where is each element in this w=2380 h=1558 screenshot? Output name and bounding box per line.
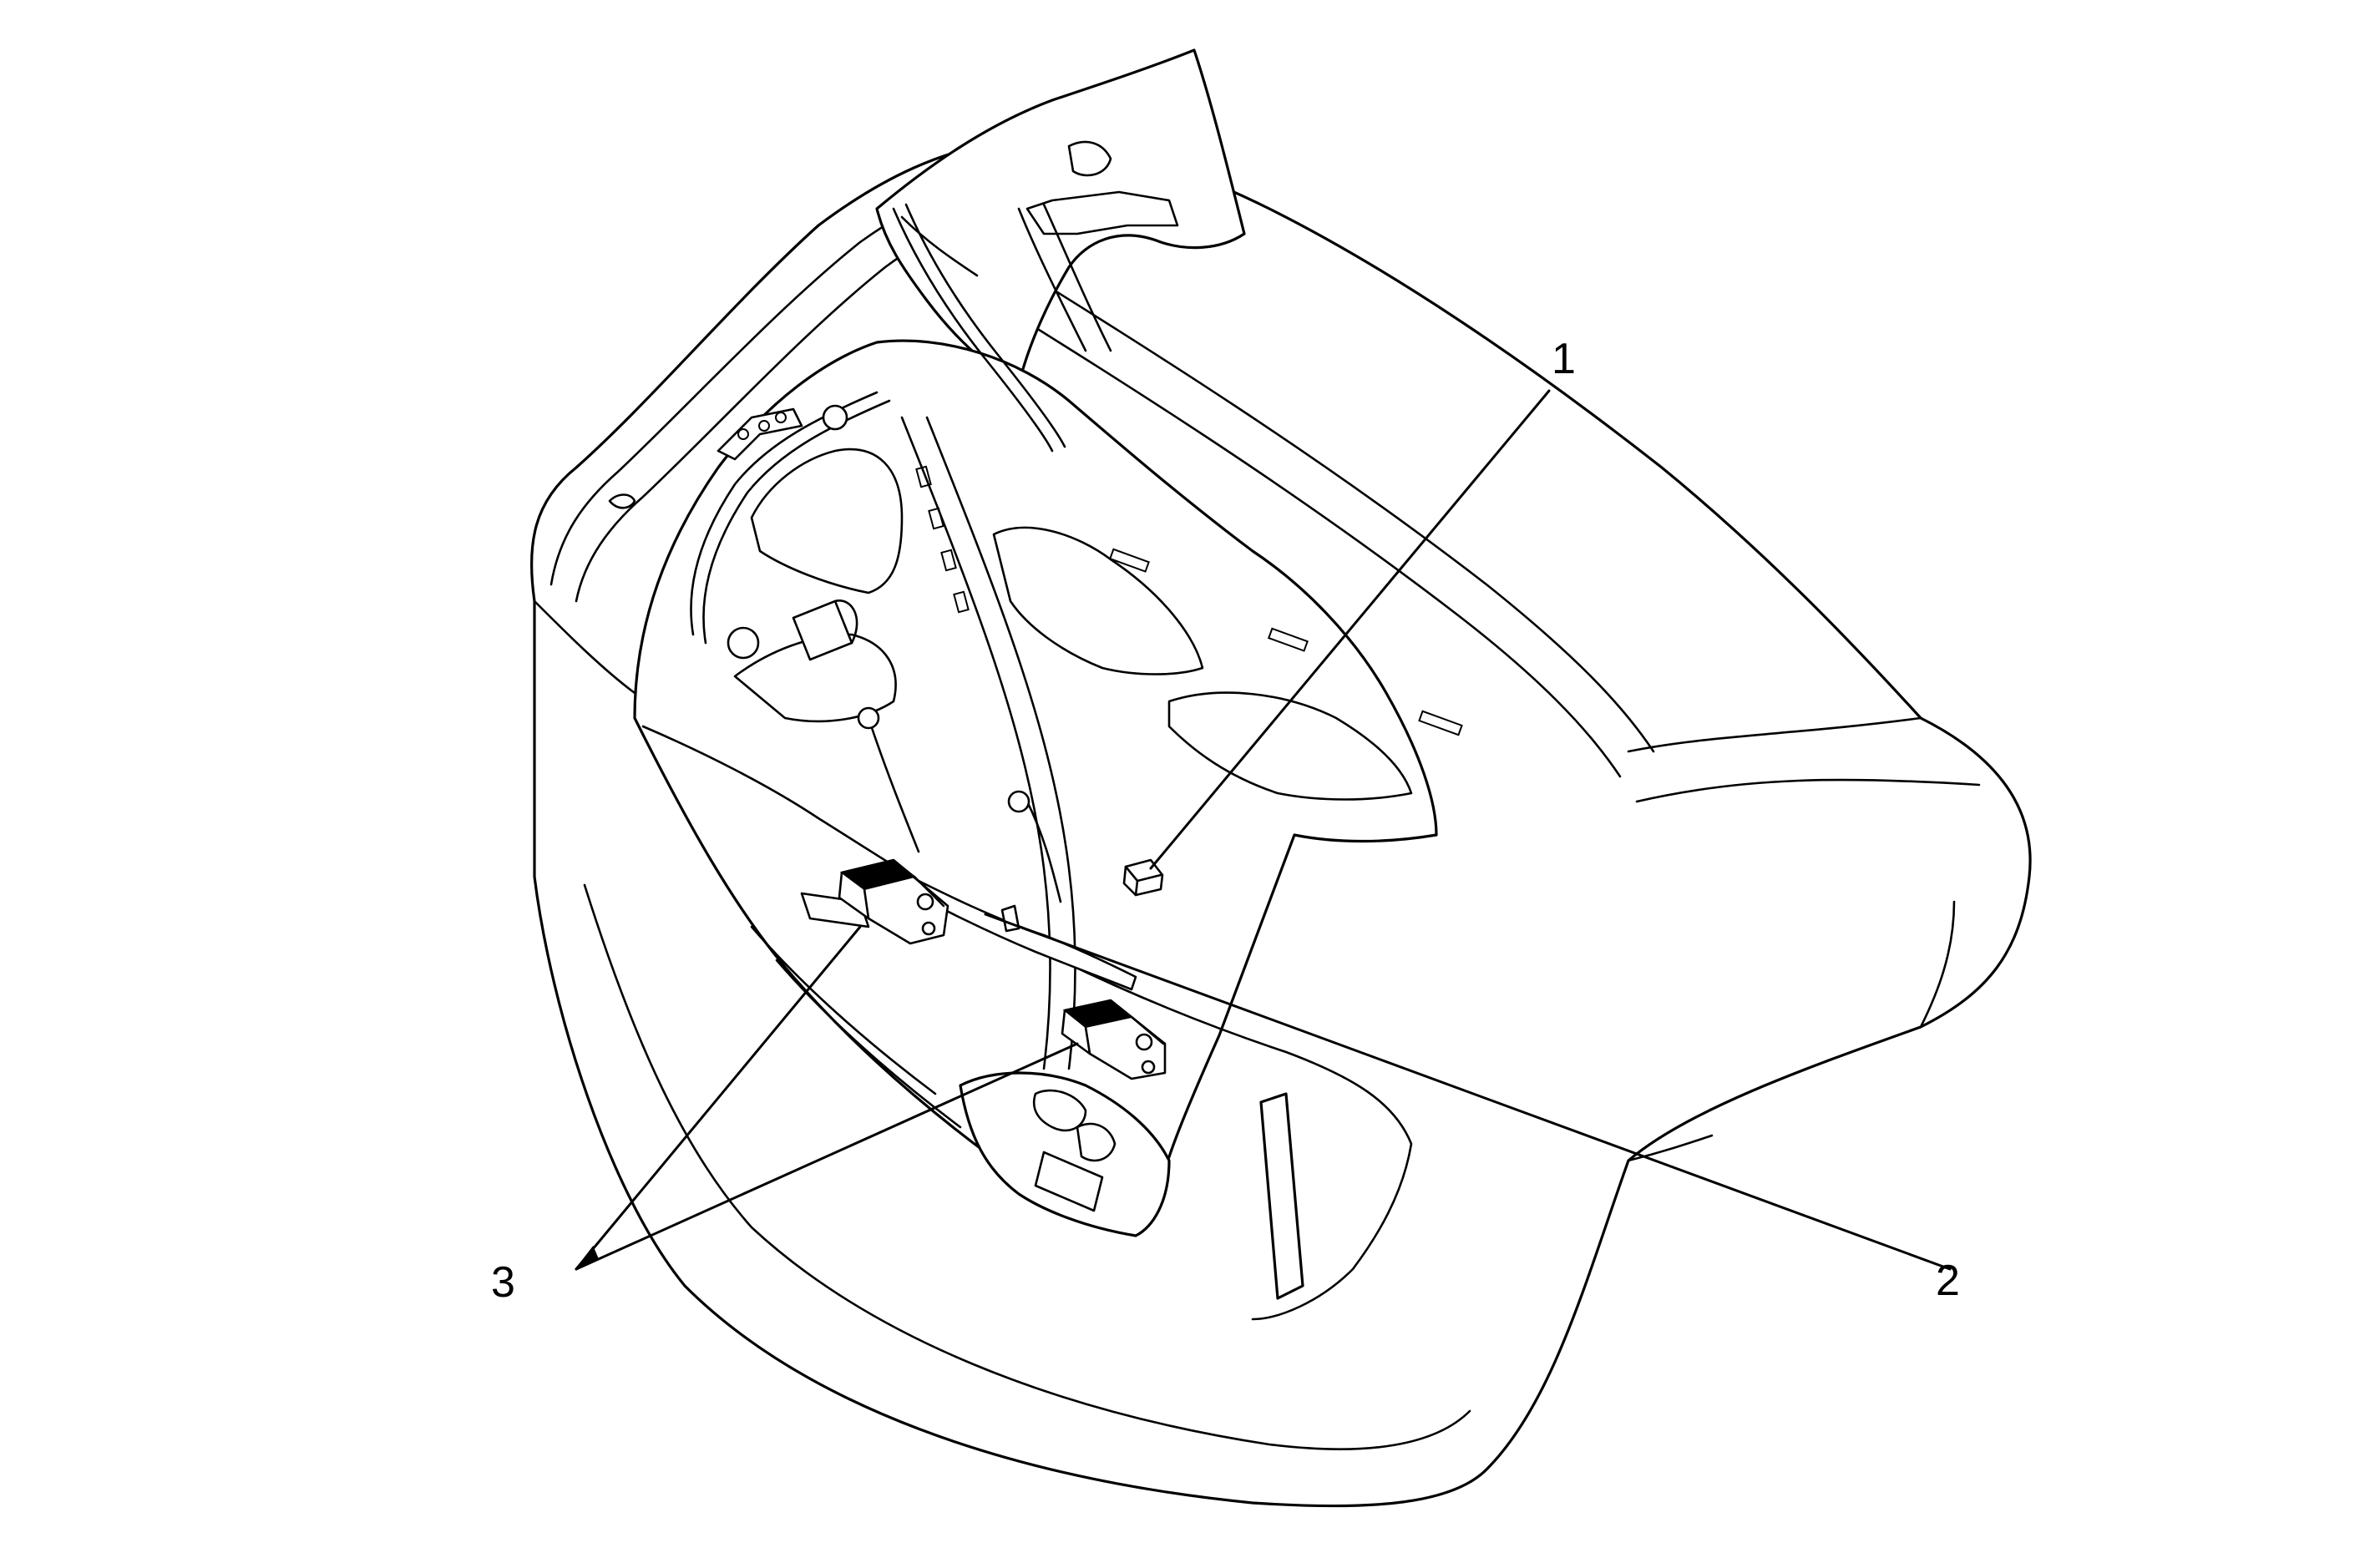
callout-2: 2 xyxy=(1936,1257,1960,1305)
arrowhead-3 xyxy=(575,1246,600,1270)
inner-frame xyxy=(608,203,1463,1221)
leader-lines xyxy=(575,389,1952,1271)
leader-line-1 xyxy=(1149,389,1551,870)
hinge-arm xyxy=(875,48,1246,386)
callout-1: 1 xyxy=(1552,335,1576,383)
upper-bracket xyxy=(838,858,949,945)
leader-line-2 xyxy=(984,913,1952,1271)
leader-line-3a xyxy=(575,925,862,1271)
latch-assembly xyxy=(959,1071,1304,1300)
callout-3: 3 xyxy=(491,1258,515,1307)
lower-bracket xyxy=(1061,999,1167,1080)
clip-component xyxy=(1122,858,1164,897)
leader-line-3b xyxy=(575,1042,1079,1271)
